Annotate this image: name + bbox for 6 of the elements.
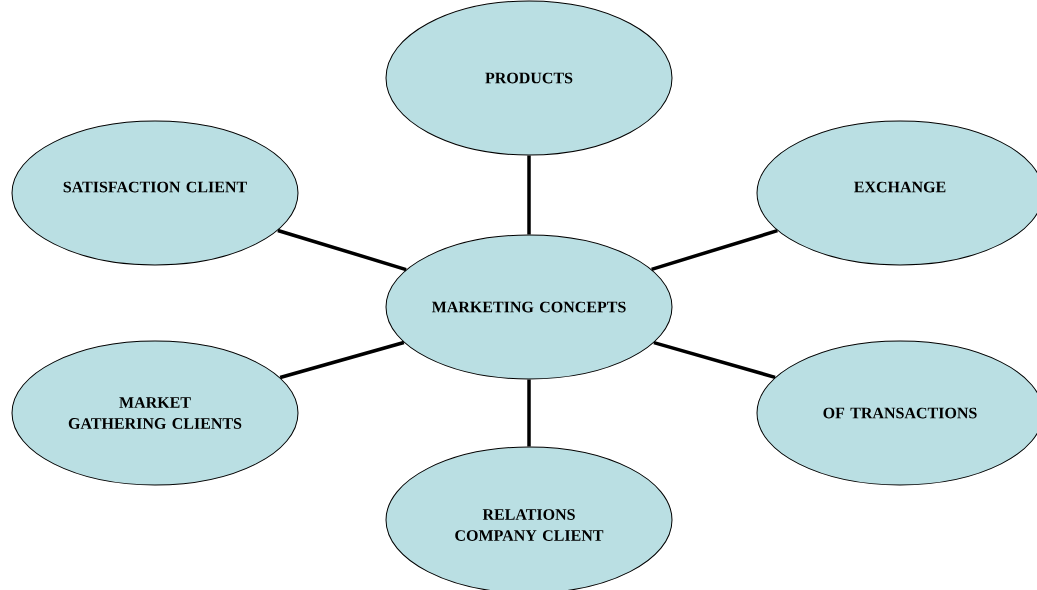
connector-line [653, 341, 776, 379]
connector-line [279, 340, 405, 380]
connector-line [651, 229, 778, 271]
connector-line [527, 379, 531, 447]
connector-line [527, 155, 531, 235]
connector-line [277, 228, 407, 272]
